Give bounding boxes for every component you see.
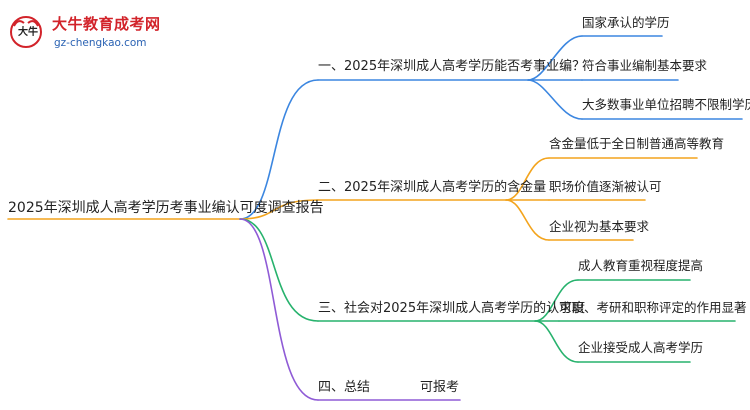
branch-2-leaf-3: 企业视为基本要求 — [549, 219, 650, 234]
branch-2-curve — [239, 199, 319, 220]
branch-2-leaf-1: 含金量低于全日制普通高等教育 — [549, 136, 725, 151]
branch-2-label: 二、2025年深圳成人高考学历的含金量 — [318, 180, 547, 195]
branch-3-leaf-3: 企业接受成人高考学历 — [578, 340, 704, 355]
branch-1-leaf-1: 国家承认的学历 — [582, 15, 670, 30]
branch-3-leaf-1: 成人教育重视程度提高 — [578, 258, 704, 273]
logo-url: gz-chengkao.com — [54, 37, 147, 49]
branch-1-leaf-3: 大多数事业单位招聘不限制学历类型 — [582, 97, 750, 112]
logo-title: 大牛教育成考网 — [52, 15, 161, 33]
branch-1-leaf-2: 符合事业编制基本要求 — [582, 58, 708, 73]
branch-4-label: 四、总结 — [318, 380, 371, 395]
branch-2-leaf-3-curve — [505, 199, 550, 241]
branch-3-leaf-1-curve — [534, 279, 579, 322]
branch-1-leaf-3-curve — [527, 79, 583, 120]
branch-1-label: 一、2025年深圳成人高考学历能否考事业编？ — [318, 59, 586, 74]
branch-2-leaf-2: 职场价值逐渐被认可 — [549, 179, 662, 194]
logo-emblem-text: 大牛 — [18, 27, 38, 38]
branch-4-extra: 可报考 — [420, 380, 460, 395]
bull-logo-icon — [10, 16, 42, 48]
root-topic: 2025年深圳成人高考学历考事业编认可度调查报告 — [8, 200, 324, 216]
branch-1-curve — [239, 79, 319, 220]
branch-3-leaf-3-curve — [534, 320, 579, 363]
site-logo: 大牛 大牛教育成考网 gz-chengkao.com — [8, 8, 168, 58]
branch-1-leaf-1-curve — [527, 35, 583, 81]
branch-2-leaf-1-curve — [505, 157, 550, 201]
branch-3-label: 三、社会对2025年深圳成人高考学历的认可度 — [318, 301, 586, 316]
branch-3-leaf-2: 求职、考研和职称评定的作用显著 — [559, 300, 747, 315]
branch-3-curve — [239, 218, 319, 322]
branch-4-curve — [239, 218, 319, 401]
